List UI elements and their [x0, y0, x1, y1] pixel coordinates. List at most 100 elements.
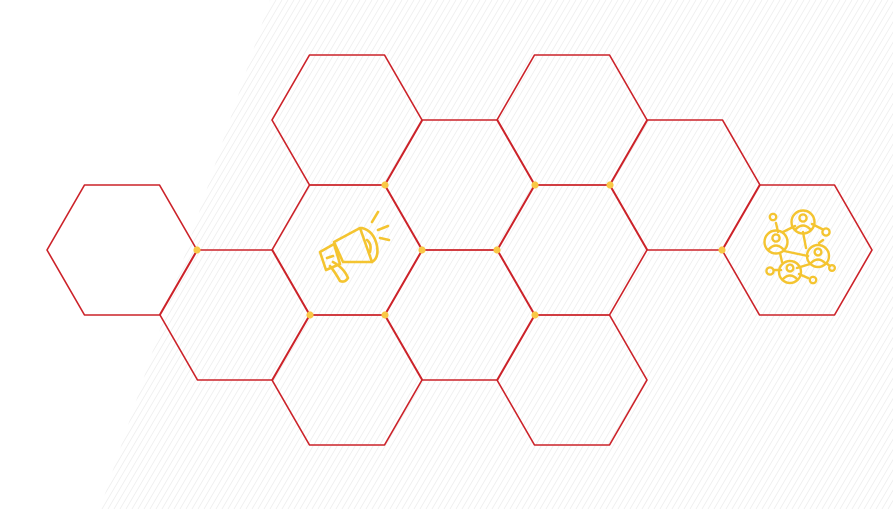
hatch-line — [293, 0, 595, 509]
hatch-line — [100, 0, 103, 509]
hatch-line — [329, 0, 631, 509]
hatch-line — [623, 0, 893, 509]
hatch-line — [833, 0, 893, 509]
junction-dots — [193, 181, 726, 319]
hatch-line — [0, 0, 42, 509]
hatch-line — [341, 0, 643, 509]
hatch-line — [100, 0, 337, 509]
hatch-line — [593, 0, 893, 509]
hatch-line — [689, 0, 893, 509]
junction-dot — [531, 181, 539, 189]
hatch-line — [149, 0, 451, 509]
hatch-line — [100, 0, 199, 509]
hatch-line — [407, 0, 709, 509]
hatch-line — [701, 0, 893, 509]
hatch-line — [611, 0, 893, 509]
junction-dot — [418, 246, 426, 254]
hatch-line — [275, 0, 577, 509]
hatch-line — [743, 0, 893, 509]
hatch-line — [713, 0, 893, 509]
hatch-line — [323, 0, 625, 509]
hatch-line — [569, 0, 871, 509]
hatch-line — [359, 0, 661, 509]
hatch-line — [809, 0, 893, 509]
hatch-line — [431, 0, 733, 509]
hatch-line — [605, 0, 893, 509]
hatch-line — [100, 0, 265, 509]
hatch-line — [100, 0, 157, 509]
hatch-line — [0, 0, 84, 509]
junction-dot — [193, 246, 201, 254]
hatch-line — [509, 0, 811, 509]
hatch-line — [100, 0, 121, 509]
hatch-line — [551, 0, 853, 509]
hatch-line — [365, 0, 667, 509]
hatch-line — [0, 0, 24, 509]
hatch-line — [0, 0, 18, 509]
hatch-line — [815, 0, 893, 509]
hex-3 — [271, 184, 423, 316]
hatch-line — [635, 0, 893, 509]
hatch-line — [233, 0, 535, 509]
hatch-line — [143, 0, 445, 509]
hatch-line — [245, 0, 547, 509]
hatch-line — [100, 0, 115, 509]
hatch-line — [215, 0, 517, 509]
hatch-line — [485, 0, 787, 509]
hatch-line — [0, 0, 12, 509]
hatch-line — [173, 0, 475, 509]
junction-dot — [381, 181, 389, 189]
hatch-line — [737, 0, 893, 509]
junction-dot — [606, 181, 614, 189]
hatch-line — [419, 0, 721, 509]
hatch-line — [503, 0, 805, 509]
hatch-line — [0, 0, 36, 509]
hatch-line — [395, 0, 697, 509]
hatch-line — [100, 0, 175, 509]
hatch-line — [100, 0, 145, 509]
hatch-line — [497, 0, 799, 509]
hatch-line — [100, 0, 385, 509]
hatch-line — [671, 0, 893, 509]
hatch-line — [785, 0, 893, 509]
hatch-line — [641, 0, 893, 509]
hex-9 — [496, 184, 648, 316]
hatch-line — [100, 0, 163, 509]
hatch-line — [467, 0, 769, 509]
hatch-line — [0, 0, 30, 509]
hatch-line — [100, 0, 151, 509]
hatch-line — [827, 0, 893, 509]
hatch-line — [0, 0, 54, 509]
hatch-line — [0, 0, 48, 509]
hatch-line — [0, 0, 72, 509]
hatch-line — [491, 0, 793, 509]
hatch-line — [100, 0, 133, 509]
junction-dot — [718, 246, 726, 254]
junction-dot — [531, 311, 539, 319]
hatch-line — [100, 0, 235, 509]
hatch-line — [101, 0, 403, 509]
hatch-line — [617, 0, 893, 509]
hatch-line — [887, 0, 893, 509]
hatch-line — [239, 0, 541, 509]
hatch-line — [437, 0, 739, 509]
hatch-line — [659, 0, 893, 509]
hatch-line — [100, 0, 169, 509]
hatch-line — [647, 0, 893, 509]
hatch-line — [353, 0, 655, 509]
hatch-line — [521, 0, 823, 509]
megaphone-icon — [318, 210, 391, 283]
hex-2 — [159, 249, 311, 381]
hatch-line — [0, 0, 96, 509]
hatch-line — [317, 0, 619, 509]
hatch-line — [389, 0, 691, 509]
hatch-line — [707, 0, 893, 509]
hatch-line — [287, 0, 589, 509]
hatch-line — [0, 0, 90, 509]
hatch-line — [161, 0, 463, 509]
hatch-line — [305, 0, 607, 509]
hatch-line — [0, 0, 60, 509]
hatch-line — [377, 0, 679, 509]
hatch-line — [100, 0, 139, 509]
